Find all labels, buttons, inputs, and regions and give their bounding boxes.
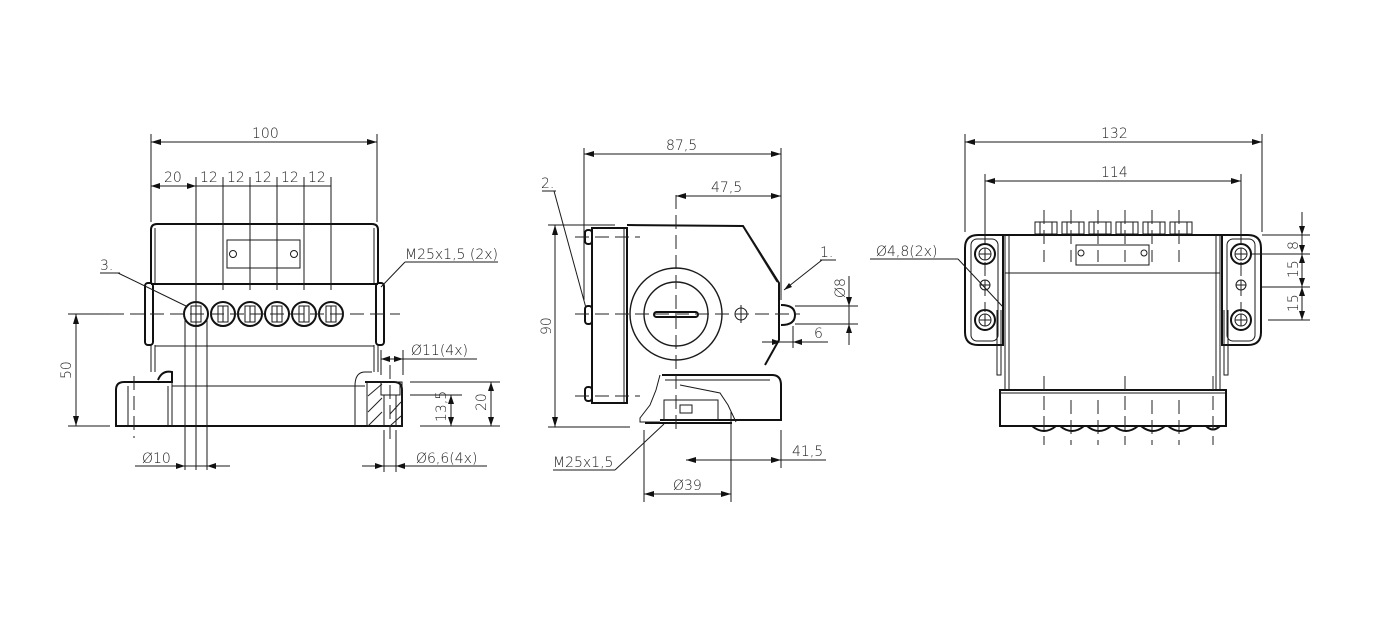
item-label-3: 3. — [100, 258, 113, 274]
dim-d10: Ø10 — [142, 451, 171, 467]
side-view: 87,5 47,5 90 2. 1. Ø8 6 M25x1,5 — [539, 138, 858, 502]
dim-d39: Ø39 — [673, 478, 702, 494]
dim-12-d: 12 — [281, 170, 299, 186]
dim-50: 50 — [59, 361, 75, 379]
dim-47-5: 47,5 — [711, 180, 742, 196]
thread-callout-side: M25x1,5 — [553, 455, 613, 471]
dim-20: 20 — [164, 170, 182, 186]
dim-d4-8: Ø4,8(2x) — [876, 244, 937, 260]
item-label-1: 1. — [820, 245, 833, 261]
item-label-2: 2. — [541, 176, 554, 192]
dim-6: 6 — [814, 326, 823, 342]
thread-callout-front: M25x1,5 (2x) — [405, 247, 498, 263]
dim-87-5: 87,5 — [666, 138, 697, 154]
dim-12-a: 12 — [200, 170, 218, 186]
dim-20-height: 20 — [474, 393, 490, 411]
dim-15-b: 15 — [1286, 294, 1302, 312]
front-view: 100 20 12 12 12 12 12 3. M25x1,5 (2x) 50 — [59, 126, 500, 472]
dim-114: 114 — [1101, 165, 1128, 181]
dim-12-e: 12 — [308, 170, 326, 186]
dim-d11: Ø11(4x) — [411, 343, 468, 359]
top-view: 132 114 Ø4,8(2x) 8 15 15 — [870, 126, 1310, 445]
dim-12-b: 12 — [227, 170, 245, 186]
dim-132: 132 — [1101, 126, 1128, 142]
dim-90: 90 — [539, 317, 555, 335]
dim-d6-6: Ø6,6(4x) — [416, 451, 477, 467]
dim-41-5: 41,5 — [792, 444, 823, 460]
dim-12-c: 12 — [254, 170, 272, 186]
section-hatch — [366, 381, 403, 427]
dim-8: 8 — [1286, 241, 1302, 250]
dim-d8: Ø8 — [833, 278, 849, 298]
connector-row — [1034, 221, 1193, 235]
dim-15-a: 15 — [1286, 260, 1302, 278]
dim-13-5: 13,5 — [434, 391, 450, 422]
dim-100: 100 — [252, 126, 279, 142]
